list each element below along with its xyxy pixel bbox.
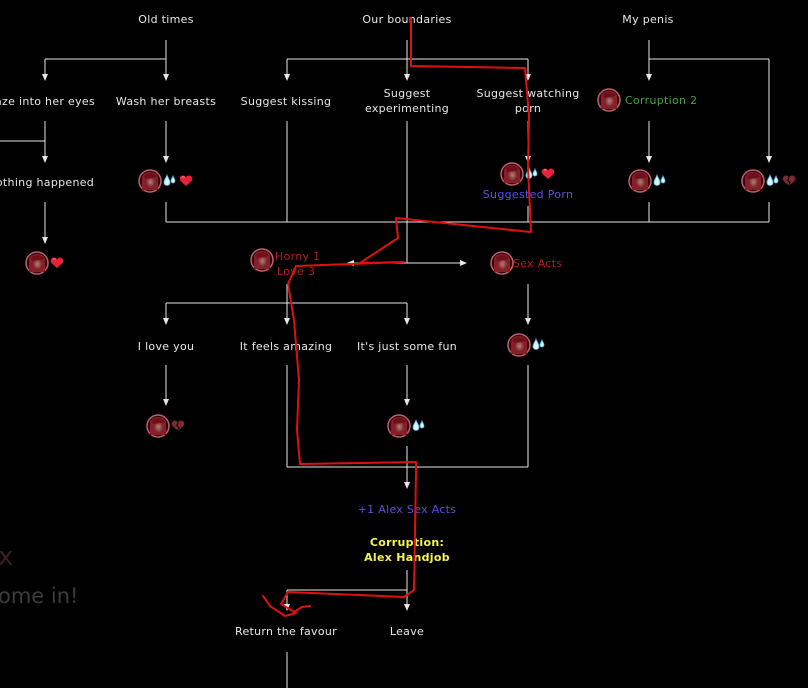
portrait-icon	[250, 248, 274, 272]
topic-our-boundaries[interactable]: Our boundaries	[362, 13, 451, 26]
droplets-icon	[653, 174, 666, 186]
stat-love-3: Love 3	[277, 265, 315, 278]
choice-return-the-favour[interactable]: Return the favour	[235, 625, 337, 638]
topic-my-penis[interactable]: My penis	[622, 13, 673, 26]
choice-it-feels-amazing[interactable]: It feels amazing	[240, 340, 333, 353]
portrait-icon	[597, 88, 621, 112]
stat-sex-acts: Sex Acts	[513, 257, 562, 270]
choice-leave[interactable]: Leave	[390, 625, 424, 638]
portrait-icon	[138, 169, 162, 193]
choice-wash-her-breasts[interactable]: Wash her breasts	[116, 95, 216, 108]
stat-corruption-label: Corruption:	[370, 536, 444, 549]
background-come-in-text: ome in!	[0, 584, 78, 608]
portrait-icon	[490, 251, 514, 275]
heart-icon	[50, 257, 64, 269]
droplets-icon	[766, 174, 779, 186]
background-close-x: x	[0, 542, 13, 572]
stat-suggested-porn: Suggested Porn	[483, 188, 573, 201]
stat-corruption-2: Corruption 2	[625, 94, 697, 107]
choice-nothing-happened[interactable]: othing happened	[0, 176, 94, 189]
connector-lines	[0, 40, 772, 688]
topic-old-times[interactable]: Old times	[138, 13, 193, 26]
stat-horny-1: Horny 1	[275, 250, 320, 263]
red-annotation-path	[262, 17, 532, 617]
choice-suggest-kissing[interactable]: Suggest kissing	[241, 95, 332, 108]
choice-suggest-experimenting-line2[interactable]: experimenting	[365, 102, 449, 115]
portrait-icon	[500, 162, 524, 186]
portrait-icon	[387, 414, 411, 438]
choice-its-just-some-fun[interactable]: It's just some fun	[357, 340, 457, 353]
choice-i-love-you[interactable]: I love you	[138, 340, 195, 353]
portrait-icon	[146, 414, 170, 438]
portrait-icon	[25, 251, 49, 275]
broken-heart-icon	[171, 420, 185, 432]
stat-alex-handjob: Alex Handjob	[364, 551, 450, 564]
droplets-icon	[163, 174, 176, 186]
choice-gaze-into-her-eyes[interactable]: aze into her eyes	[0, 95, 95, 108]
portrait-icon	[507, 333, 531, 357]
heart-icon	[541, 168, 555, 180]
heart-icon	[179, 175, 193, 187]
broken-heart-icon	[782, 175, 796, 187]
portrait-icon	[628, 169, 652, 193]
stat-alex-sex-acts: +1 Alex Sex Acts	[358, 503, 457, 516]
portrait-icon	[741, 169, 765, 193]
droplets-icon	[412, 419, 425, 431]
choice-suggest-experimenting-line1[interactable]: Suggest	[384, 87, 431, 100]
droplets-icon	[532, 338, 545, 350]
